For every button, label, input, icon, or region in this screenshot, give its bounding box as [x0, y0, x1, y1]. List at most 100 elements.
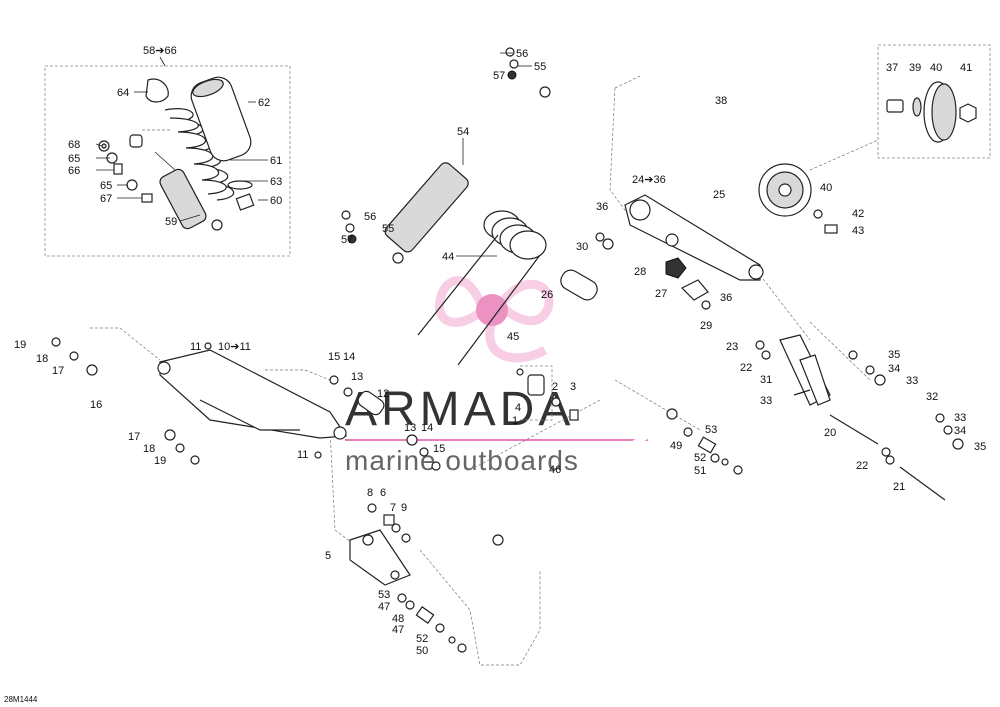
callout-44: 44: [442, 251, 454, 263]
callout-37: 37: [886, 62, 898, 74]
callout-5: 5: [325, 550, 331, 562]
callout-6: 6: [380, 487, 386, 499]
callout-59: 59: [165, 216, 177, 228]
callout-33: 33: [760, 395, 772, 407]
callout-57-b: 57: [341, 234, 353, 246]
callout-55: 55: [534, 61, 546, 73]
callout-62: 62: [258, 97, 270, 109]
callout-56-b: 56: [364, 211, 376, 223]
watermark-tagline: marine outboards: [345, 445, 579, 476]
shock-body: [154, 151, 223, 231]
front-shock: [341, 47, 551, 264]
callout-65-b: 65: [100, 180, 112, 192]
callout-14-b: 14: [421, 422, 433, 434]
coil-spring: [164, 108, 235, 201]
callout-33-c: 33: [954, 412, 966, 424]
spring-stopper: [145, 78, 169, 103]
propeller-logo: [434, 276, 554, 363]
guide-lines: [44, 44, 991, 666]
callout-68: 68: [68, 139, 80, 151]
callout-60: 60: [270, 195, 282, 207]
callout-47: 47: [378, 601, 390, 613]
adjuster-clip: [235, 193, 255, 211]
callout-25: 25: [713, 189, 725, 201]
callout-22: 22: [740, 362, 752, 374]
callout-42: 42: [852, 208, 864, 220]
callout-29: 29: [700, 320, 712, 332]
callout-51: 51: [694, 465, 706, 477]
callout-50: 50: [416, 645, 428, 657]
callout-52: 52: [694, 452, 706, 464]
idler-kit-box: [877, 44, 991, 159]
spacer-tube: [560, 269, 598, 301]
callout-52-b: 52: [416, 633, 428, 645]
callout-38: 38: [715, 95, 727, 107]
callout-53: 53: [705, 424, 717, 436]
rear-arm: [595, 194, 764, 310]
callout-17: 17: [52, 365, 64, 377]
callout-2: 2: [552, 381, 558, 393]
callout-39: 39: [909, 62, 921, 74]
callout-17-b: 17: [128, 431, 140, 443]
callout-40-b: 40: [820, 182, 832, 194]
callout-54: 54: [457, 126, 469, 138]
callout-26: 26: [541, 289, 553, 301]
callout-27: 27: [655, 288, 667, 300]
callout-22-b: 22: [856, 460, 868, 472]
callout-labels: 58➔66 64 62 68 65 66 61 63 65 60 67 59 5…: [14, 45, 986, 657]
callout-47-b: 47: [392, 624, 404, 636]
callout-9: 9: [401, 502, 407, 514]
shock-kit-box: [44, 65, 291, 257]
torsion-springs: [417, 210, 598, 366]
callout-15: 15: [328, 351, 340, 363]
callout-7: 7: [390, 502, 396, 514]
callout-18: 18: [36, 353, 48, 365]
callout-36: 36: [596, 201, 608, 213]
callout-21: 21: [893, 481, 905, 493]
shock-hardware: [98, 134, 153, 203]
callout-65: 65: [68, 153, 80, 165]
callout-23: 23: [726, 341, 738, 353]
callout-24-36: 24➔36: [632, 174, 666, 186]
idler-wheel-assembly: [680, 81, 977, 234]
callout-18-b: 18: [143, 443, 155, 455]
callout-1: 1: [512, 415, 518, 427]
callout-64: 64: [117, 87, 129, 99]
callout-46: 46: [549, 464, 561, 476]
callout-31: 31: [760, 374, 772, 386]
callout-34-b: 34: [954, 425, 966, 437]
callout-13-b: 13: [404, 422, 416, 434]
rocker-linkage: [755, 334, 964, 501]
callout-10-11: 10➔11: [218, 341, 251, 353]
bracket-box: [520, 365, 553, 421]
callout-16: 16: [90, 399, 102, 411]
adjuster-ring: [227, 180, 253, 190]
callout-15-b: 15: [433, 443, 445, 455]
callout-35-b: 35: [974, 441, 986, 453]
callout-4: 4: [515, 402, 521, 414]
lower-bracket: [349, 503, 467, 653]
callout-11: 11: [190, 341, 201, 353]
callout-56: 56: [516, 48, 528, 60]
callout-58-66: 58➔66: [143, 45, 177, 57]
callout-20: 20: [824, 427, 836, 439]
callout-66: 66: [68, 165, 80, 177]
callout-45: 45: [507, 331, 519, 343]
callout-30: 30: [576, 241, 588, 253]
rear-shock-kit: [95, 56, 268, 231]
callout-57: 57: [493, 70, 505, 82]
callout-3: 3: [570, 381, 576, 393]
callout-19: 19: [14, 339, 26, 351]
callout-53-b: 53: [378, 589, 390, 601]
callout-13: 13: [351, 371, 363, 383]
center-bracket: [492, 368, 743, 546]
callout-48: 48: [392, 613, 404, 625]
drawing-code: 28M1444: [4, 695, 38, 704]
callout-28: 28: [634, 266, 646, 278]
callout-19-b: 19: [154, 455, 166, 467]
callout-49: 49: [670, 440, 682, 452]
watermark: ARMADA marine outboards: [345, 276, 648, 476]
callout-34: 34: [888, 363, 900, 375]
callout-33-b: 33: [906, 375, 918, 387]
